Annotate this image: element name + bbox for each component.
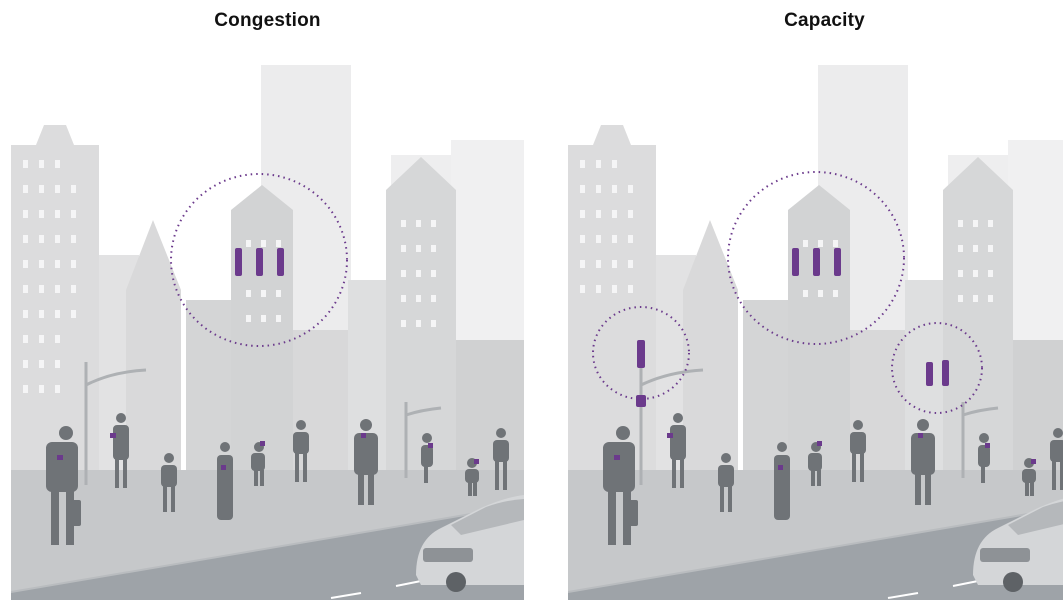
capacity-city-illustration xyxy=(568,65,1063,600)
car xyxy=(416,495,524,592)
road xyxy=(568,508,1063,600)
congestion-city-illustration xyxy=(11,65,524,600)
building-windows xyxy=(23,160,436,393)
phones xyxy=(614,433,1036,470)
phones xyxy=(57,433,479,470)
pedestrians xyxy=(46,413,509,545)
cell-site-coverage xyxy=(170,173,348,347)
street-lamp xyxy=(84,362,442,485)
panel-title-capacity: Capacity xyxy=(784,10,865,31)
city-skyline xyxy=(11,65,524,480)
street-lamp xyxy=(639,362,999,485)
capacity-panel: Capacity xyxy=(568,0,1063,600)
congestion-panel: Congestion xyxy=(11,0,524,600)
car xyxy=(973,498,1063,592)
small-cell-coverage-right xyxy=(891,322,983,414)
small-cell-coverage-left xyxy=(592,306,690,407)
building-windows xyxy=(580,160,993,302)
road xyxy=(11,505,524,600)
city-skyline xyxy=(568,65,1063,480)
panel-title-congestion: Congestion xyxy=(214,10,321,31)
macro-cell-coverage xyxy=(727,171,905,345)
